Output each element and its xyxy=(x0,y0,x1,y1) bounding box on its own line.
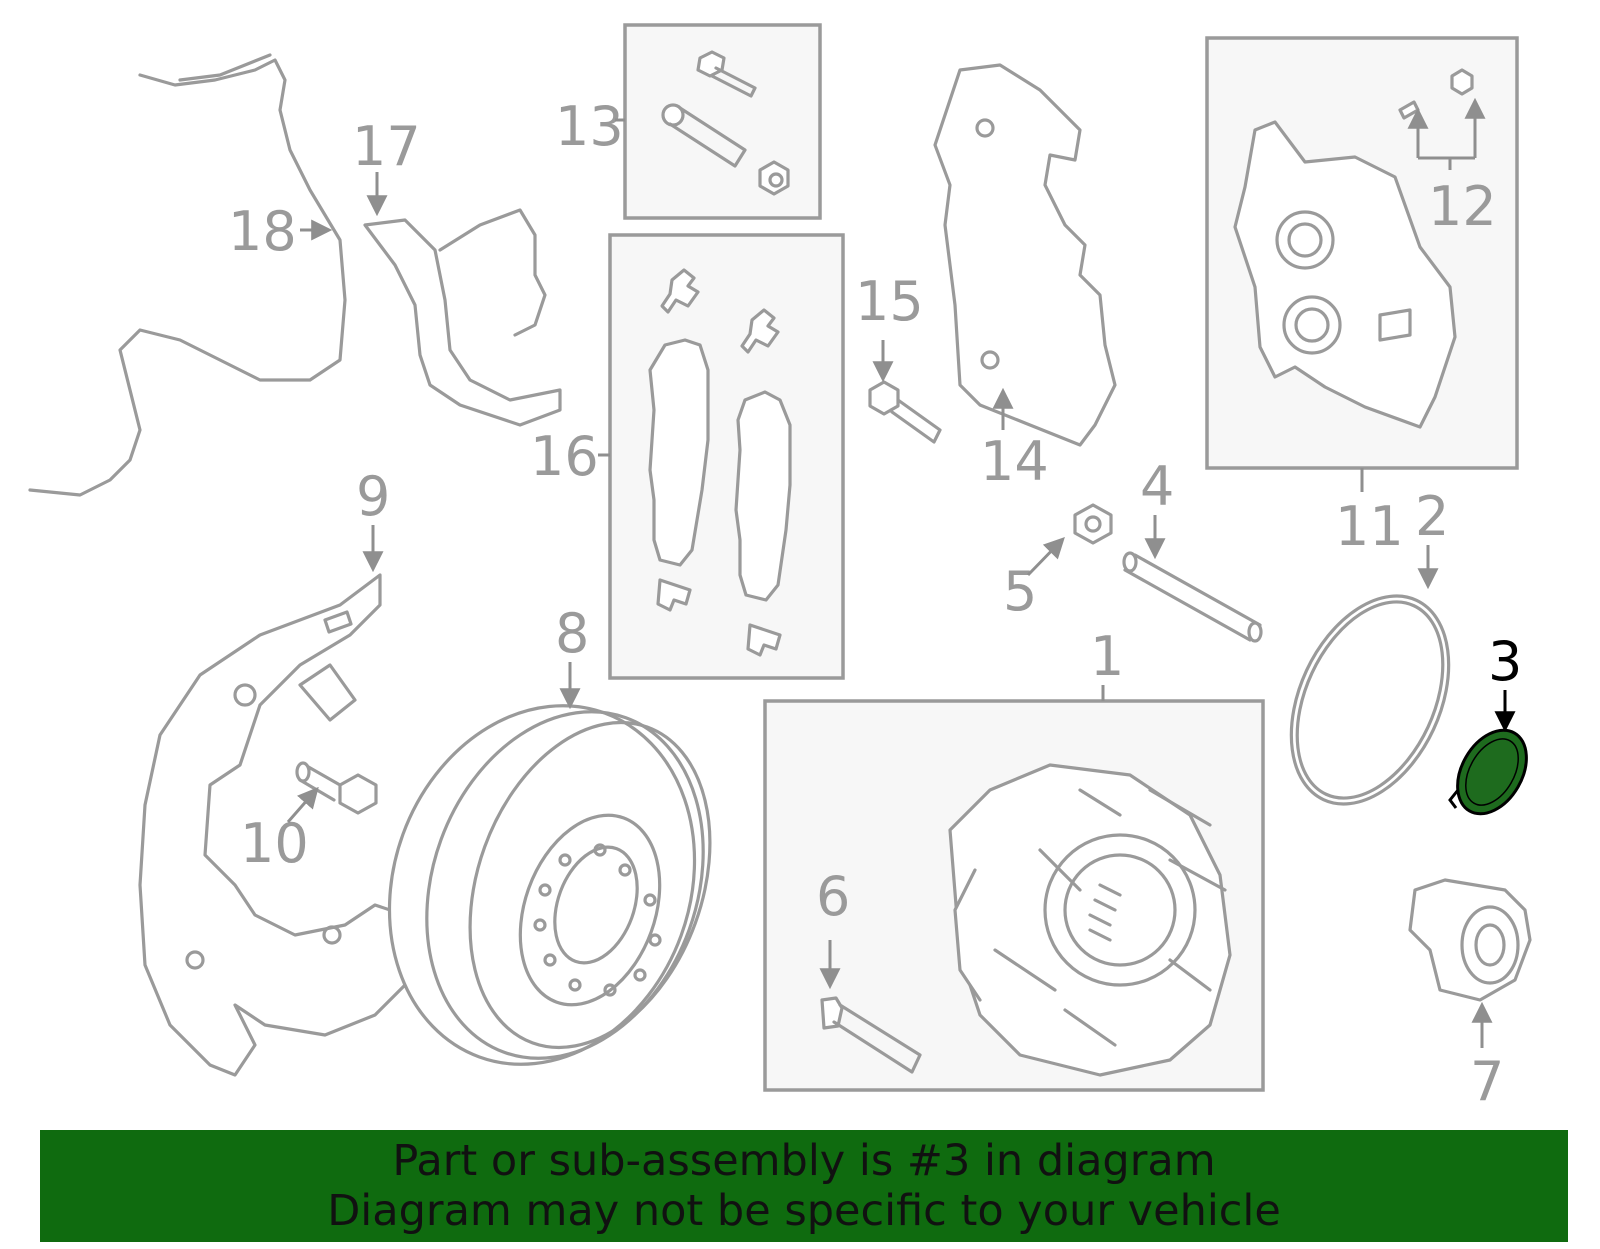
part-5-nut[interactable] xyxy=(1073,503,1113,545)
banner-line-2: Diagram may not be specific to your vehi… xyxy=(327,1186,1281,1236)
callout-10: 10 xyxy=(240,812,309,875)
box-1-hub-assembly[interactable] xyxy=(763,699,1265,1092)
box-16-brake-pad-kit[interactable] xyxy=(608,233,845,680)
callout-7: 7 xyxy=(1470,1050,1504,1113)
part-15-bolt[interactable] xyxy=(868,380,942,444)
part-17-bracket[interactable] xyxy=(363,208,562,427)
callout-11: 11 xyxy=(1335,495,1404,558)
info-banner: Part or sub-assembly is #3 in diagram Di… xyxy=(40,1130,1568,1242)
callout-15: 15 xyxy=(855,270,924,333)
callout-9: 9 xyxy=(356,465,390,528)
banner-line-1: Part or sub-assembly is #3 in diagram xyxy=(392,1136,1216,1186)
part-18-abs-wire[interactable] xyxy=(28,53,347,497)
callout-16: 16 xyxy=(530,425,599,488)
part-2-o-ring[interactable] xyxy=(1260,571,1480,830)
callout-2: 2 xyxy=(1415,485,1449,548)
part-3-seal-highlighted[interactable] xyxy=(1444,718,1541,826)
box-13-guide-pin-kit[interactable] xyxy=(623,23,822,220)
part-8-brake-rotor[interactable] xyxy=(340,662,752,1107)
callout-6: 6 xyxy=(816,865,850,928)
part-10-bolt[interactable] xyxy=(295,761,378,815)
box-11-caliper[interactable] xyxy=(1205,36,1519,470)
part-4-pin[interactable] xyxy=(1122,551,1263,643)
part-7-sleeve[interactable] xyxy=(1408,878,1532,1002)
callout-3: 3 xyxy=(1488,630,1522,693)
callout-12: 12 xyxy=(1428,175,1497,238)
callout-17: 17 xyxy=(352,115,421,178)
part-14-caliper-bracket[interactable] xyxy=(933,63,1117,447)
part-6-stud[interactable] xyxy=(820,996,922,1074)
callout-14: 14 xyxy=(980,430,1049,493)
callout-18: 18 xyxy=(228,200,297,263)
callout-8: 8 xyxy=(555,602,589,665)
callout-13: 13 xyxy=(555,95,624,158)
callout-1: 1 xyxy=(1090,625,1124,688)
part-9-splash-shield[interactable] xyxy=(138,573,427,1077)
callout-4: 4 xyxy=(1140,455,1174,518)
